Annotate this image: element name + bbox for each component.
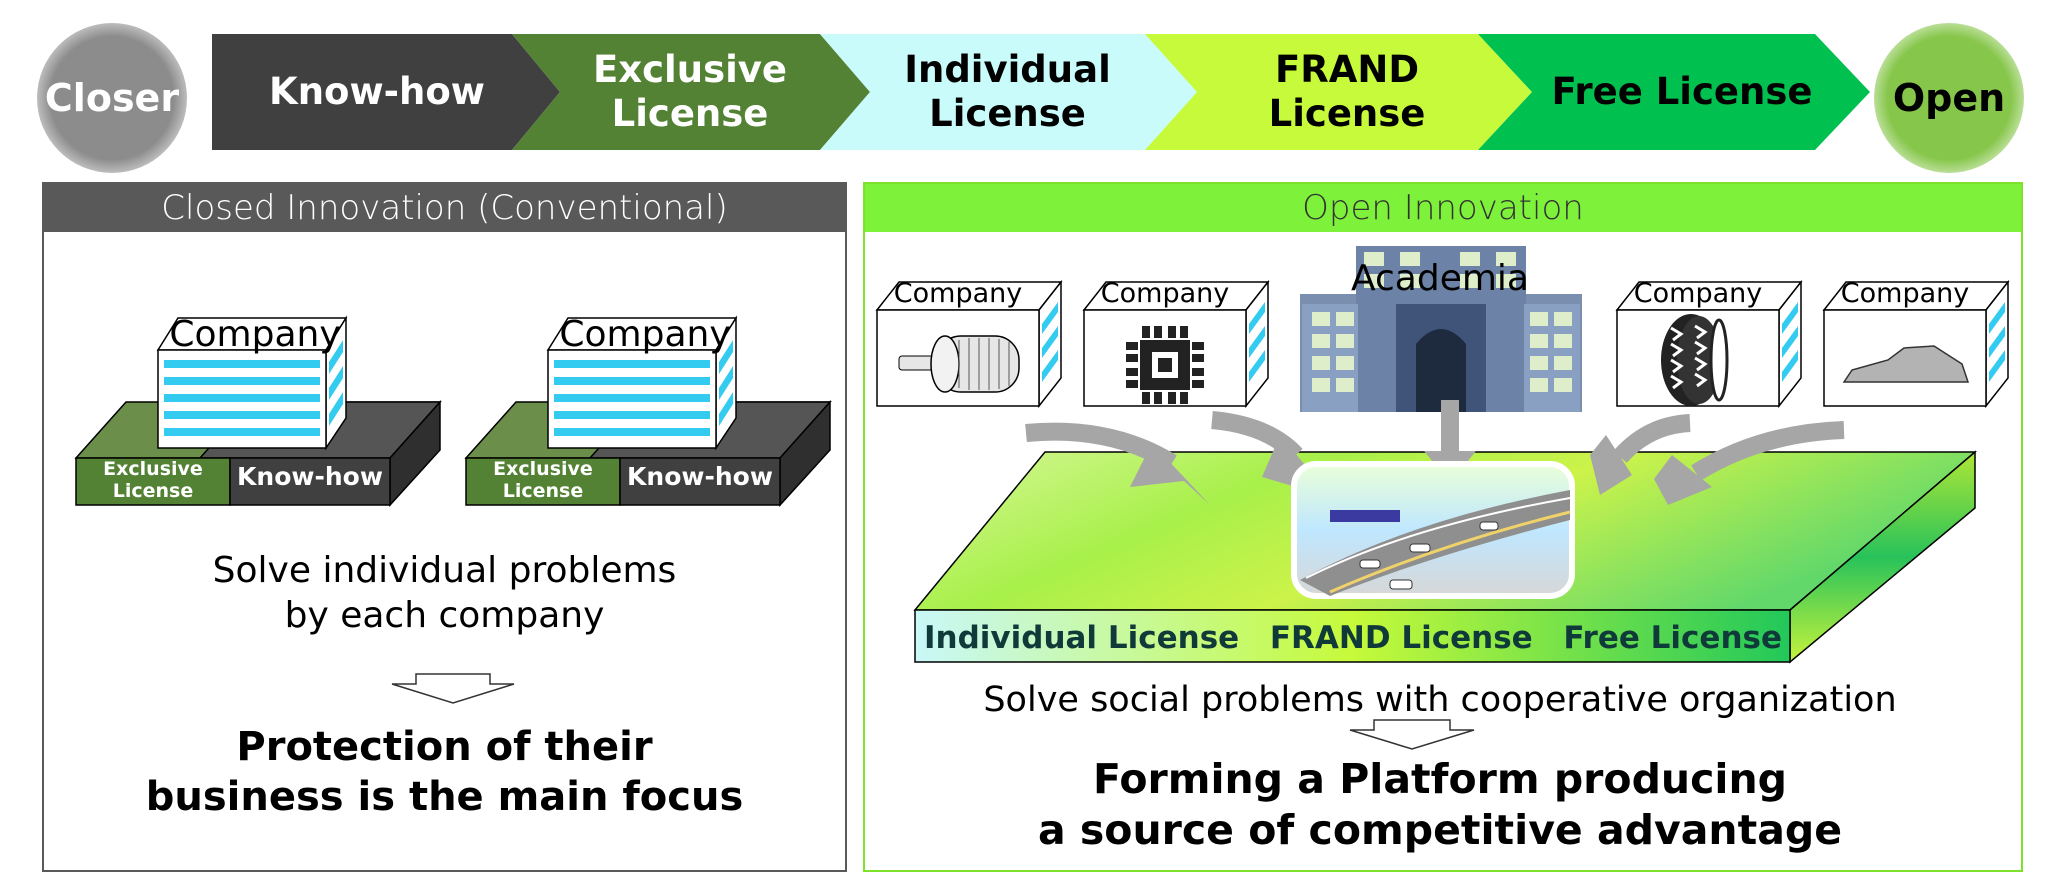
stage-frand-license: FRAND License bbox=[1268, 47, 1426, 135]
company-2-name: Company bbox=[559, 314, 731, 355]
arrow-head-5 bbox=[1654, 455, 1712, 505]
company-box-motor bbox=[875, 279, 1063, 409]
closer-label: Closer bbox=[44, 76, 180, 120]
closed-statement: Solve individual problems by each compan… bbox=[42, 548, 847, 638]
platform-highway-image bbox=[1291, 461, 1575, 599]
company-block-2 bbox=[464, 315, 832, 507]
platform-label-individual: Individual License bbox=[924, 620, 1240, 656]
motor-icon bbox=[898, 335, 1020, 393]
arrow-head-1 bbox=[1130, 443, 1210, 505]
university-building-icon bbox=[1300, 246, 1582, 412]
arrow-head-4 bbox=[1590, 435, 1632, 495]
company-1-know-how: Know-how bbox=[237, 462, 383, 491]
open-down-arrow bbox=[1349, 719, 1475, 750]
company-box-car bbox=[1822, 279, 2010, 409]
company-box-tire bbox=[1615, 279, 1803, 409]
open-conclusion-line1: Forming a Platform producing bbox=[1092, 755, 1788, 803]
closed-conclusion-line2: business is the main focus bbox=[145, 774, 744, 820]
open-innovation-title: Open Innovation bbox=[865, 184, 2021, 232]
participant-1-name: Company bbox=[893, 278, 1023, 309]
open-statement: Solve social problems with cooperative o… bbox=[983, 680, 1897, 720]
tire-icon bbox=[1661, 314, 1729, 406]
open-conclusion-line2: a source of competitive advantage bbox=[1037, 806, 1843, 855]
company-box-chip bbox=[1082, 279, 1270, 409]
chevron-exclusive-license bbox=[512, 34, 870, 150]
company-2-exclusive-license: Exclusive License bbox=[493, 458, 593, 502]
open-label: Open bbox=[1892, 76, 2006, 120]
open-conclusion: Forming a Platform producing a source of… bbox=[880, 754, 2000, 857]
closed-conclusion-line1: Protection of their bbox=[236, 724, 653, 770]
contribution-arrows bbox=[1025, 400, 1845, 505]
closed-statement-line1: Solve individual problems bbox=[212, 550, 677, 591]
participant-4-name: Company bbox=[1633, 278, 1763, 309]
open-innovation-panel: Open Innovation bbox=[863, 182, 2023, 872]
closer-end-circle: Closer bbox=[37, 23, 187, 173]
chevron-frand-license bbox=[1145, 34, 1532, 150]
stage-free-license: Free License bbox=[1551, 69, 1813, 113]
closed-statement-line2: by each company bbox=[284, 595, 605, 636]
company-2-know-how: Know-how bbox=[627, 462, 773, 491]
chevron-individual-license bbox=[820, 34, 1197, 150]
closed-down-arrow bbox=[391, 673, 515, 704]
participant-2-name: Company bbox=[1100, 278, 1230, 309]
platform-label-frand: FRAND License bbox=[1269, 620, 1533, 656]
participant-academia-name: Academia bbox=[1351, 258, 1529, 299]
participant-5-name: Company bbox=[1840, 278, 1970, 309]
license-spectrum-chevrons bbox=[212, 34, 1870, 150]
chip-icon bbox=[1126, 326, 1204, 404]
company-block-1 bbox=[74, 315, 442, 507]
car-body-icon bbox=[1842, 345, 1970, 383]
closed-innovation-panel: Closed Innovation (Conventional) bbox=[42, 182, 847, 872]
chevron-free-license bbox=[1478, 34, 1870, 150]
company-1-exclusive-license: Exclusive License bbox=[103, 458, 203, 502]
stage-know-how: Know-how bbox=[269, 69, 485, 113]
platform-label-free: Free License bbox=[1563, 620, 1782, 656]
closed-conclusion: Protection of their business is the main… bbox=[42, 722, 847, 822]
chevron-know-how bbox=[212, 34, 560, 150]
platform-license-labels: Individual License FRAND License Free Li… bbox=[918, 616, 1788, 660]
company-1-name: Company bbox=[169, 314, 341, 355]
open-end-circle: Open bbox=[1874, 23, 2024, 173]
closed-innovation-title: Closed Innovation (Conventional) bbox=[44, 184, 845, 232]
stage-individual-license: Individual License bbox=[904, 47, 1111, 135]
stage-exclusive-license: Exclusive License bbox=[592, 47, 787, 135]
